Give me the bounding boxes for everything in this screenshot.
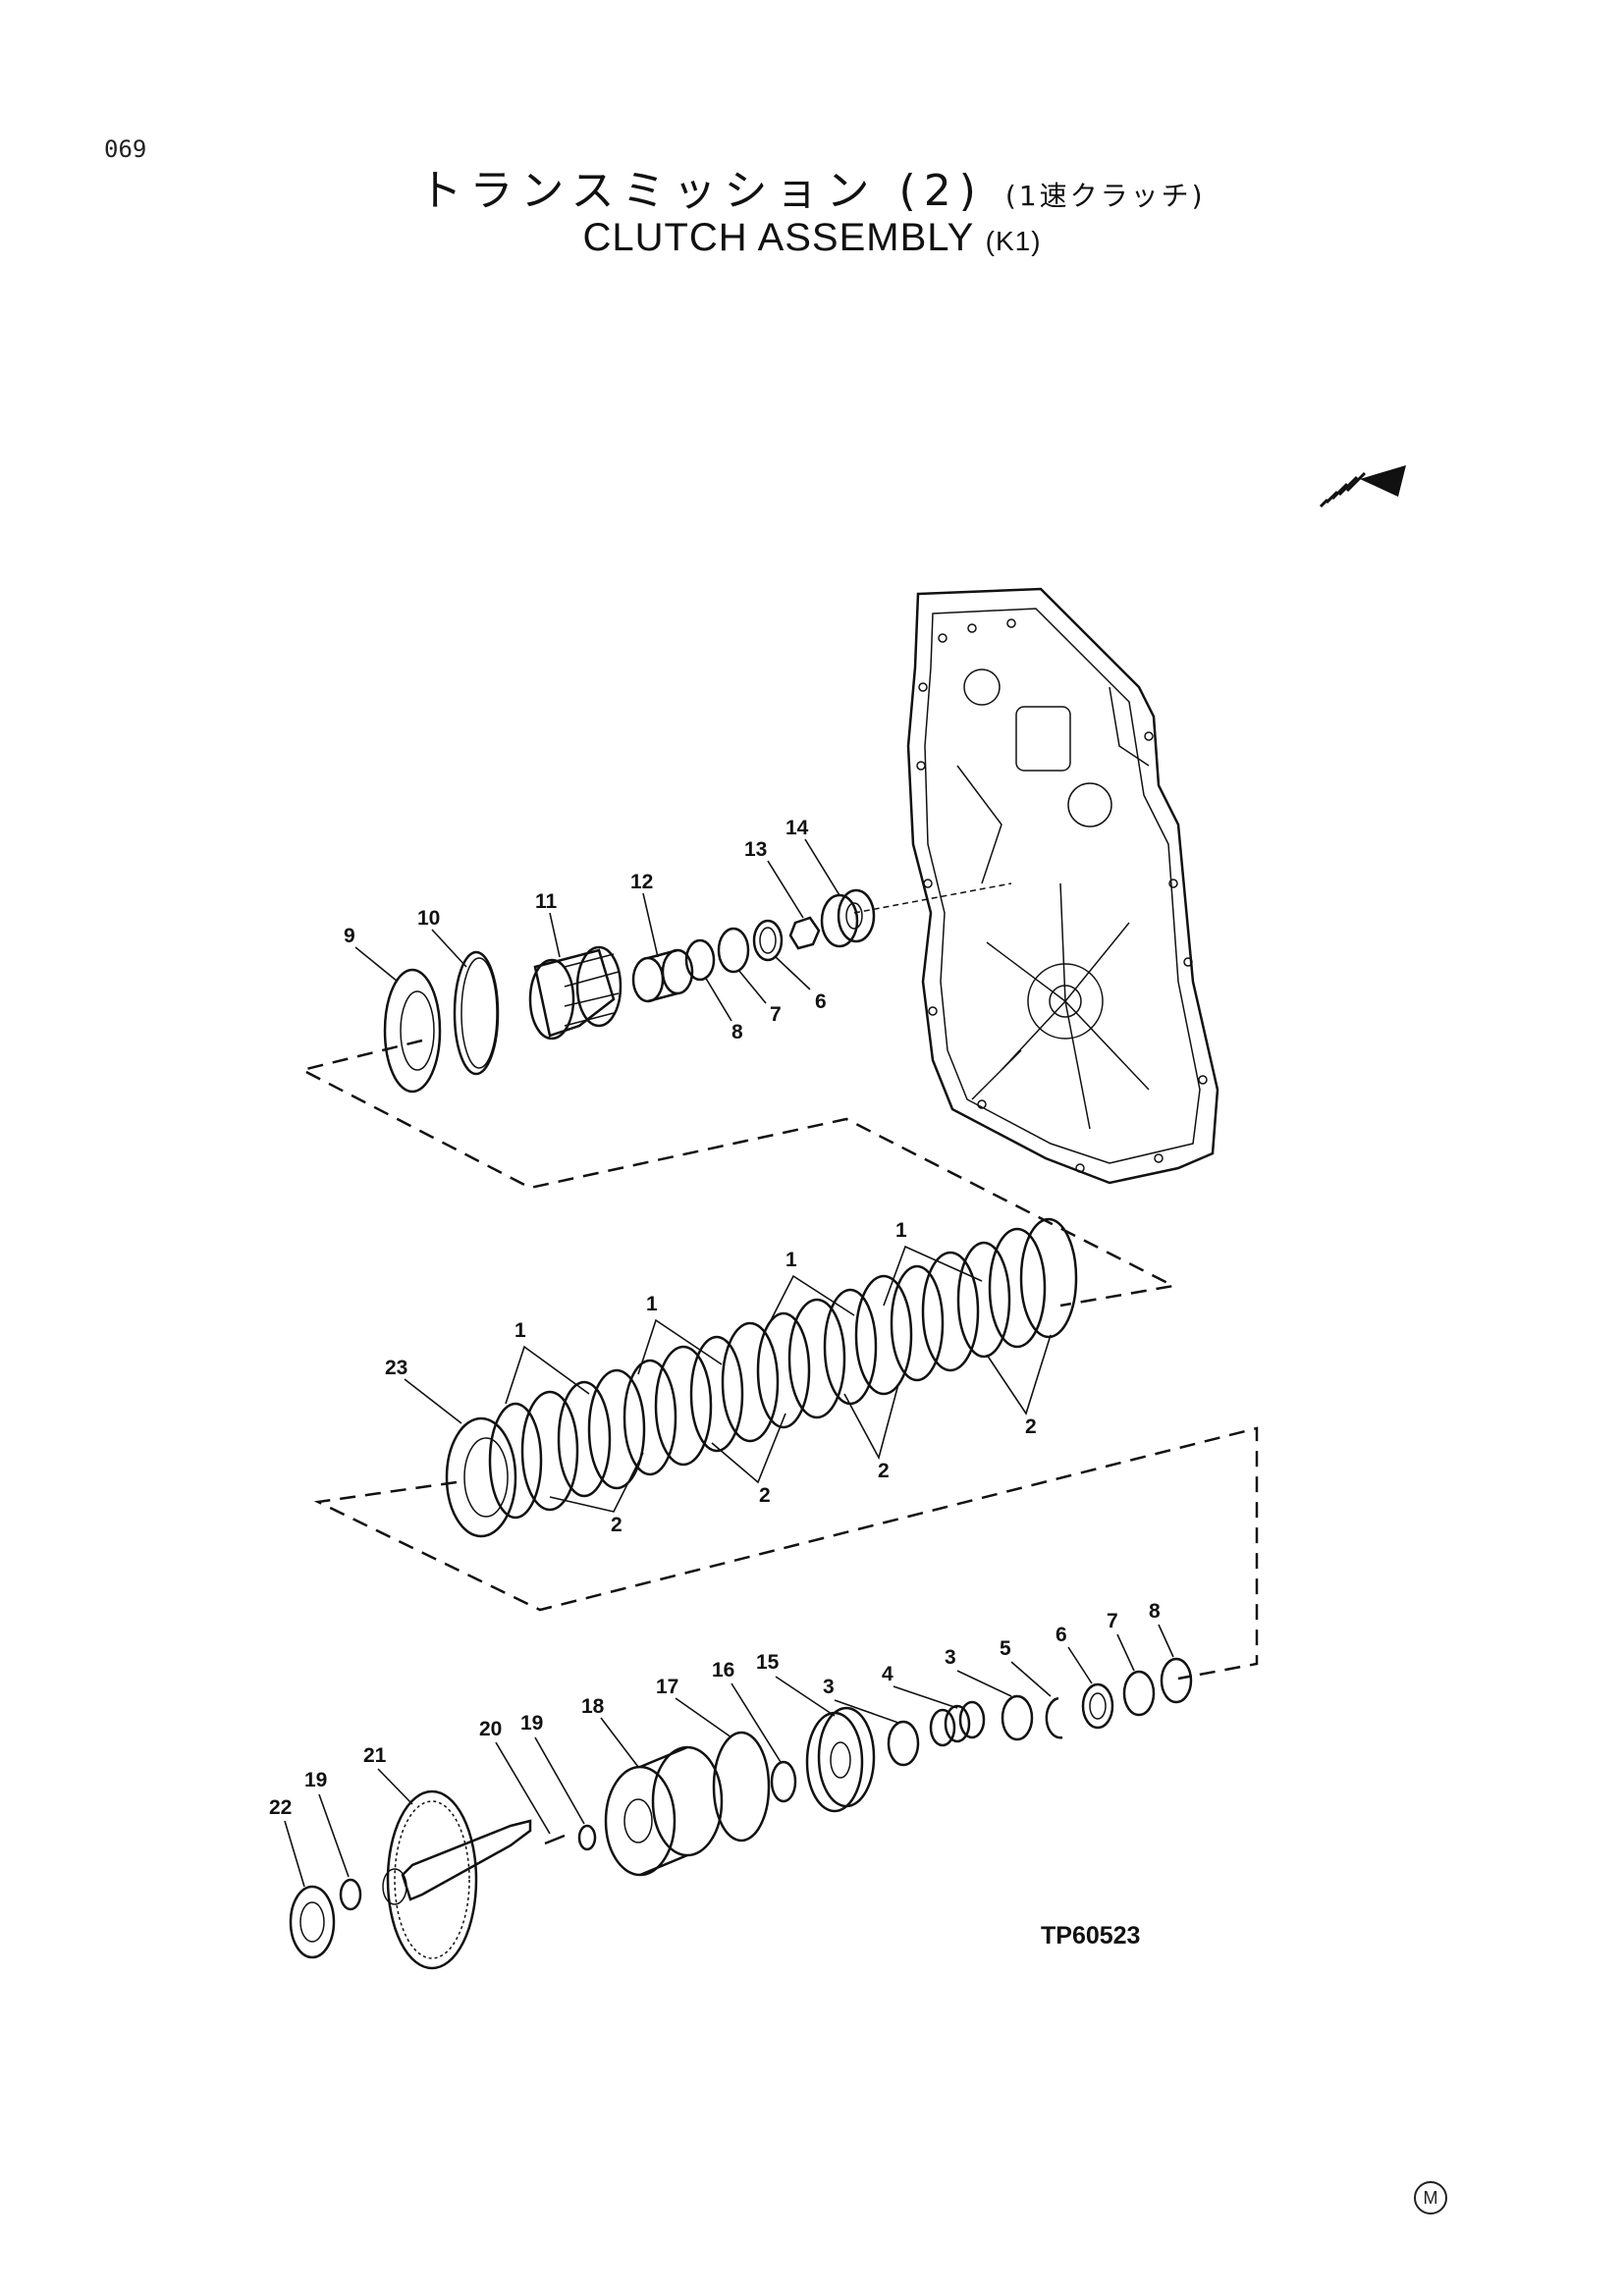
top-group-parts xyxy=(383,882,1012,1094)
label-part-23: 23 xyxy=(385,1357,407,1379)
circled-m-icon: M xyxy=(1414,2181,1447,2215)
label-part-9: 9 xyxy=(344,925,355,947)
title-english: CLUTCH ASSEMBLY (K1) xyxy=(0,216,1624,260)
title-japanese: トランスミッション (2) (1速クラッチ) xyxy=(0,155,1624,218)
label-part-21: 21 xyxy=(363,1744,387,1767)
clutch-disc-stack xyxy=(445,1217,1078,1538)
dashed-connector-lines xyxy=(298,1039,1259,1681)
label-part-13: 13 xyxy=(744,838,767,861)
title-jp-sub: (1速クラッチ) xyxy=(1004,180,1206,212)
label-part-22: 22 xyxy=(269,1796,292,1819)
label-part-8-b: 8 xyxy=(1149,1600,1161,1623)
label-part-6: 6 xyxy=(815,990,827,1013)
label-part-2-b: 2 xyxy=(878,1460,890,1482)
page-number: 069 xyxy=(104,135,147,163)
label-part-1-b: 1 xyxy=(785,1249,797,1271)
label-part-6-b: 6 xyxy=(1056,1624,1067,1646)
label-part-16: 16 xyxy=(712,1659,734,1682)
label-part-3-a: 3 xyxy=(945,1646,956,1669)
label-part-2-c: 2 xyxy=(759,1484,771,1507)
label-part-11: 11 xyxy=(535,890,558,913)
label-part-4: 4 xyxy=(882,1663,893,1685)
title-en-sub: (K1) xyxy=(985,226,1042,256)
transmission-housing xyxy=(906,587,1219,1185)
label-part-5: 5 xyxy=(1000,1637,1011,1660)
callout-labels: 14 13 12 11 10 9 8 7 6 1 1 1 1 xyxy=(269,817,1174,1888)
label-part-8: 8 xyxy=(731,1021,743,1043)
label-part-20: 20 xyxy=(479,1718,502,1740)
label-part-19-a: 19 xyxy=(520,1712,543,1735)
label-part-18: 18 xyxy=(581,1695,605,1718)
label-part-3-b: 3 xyxy=(823,1676,835,1698)
direction-arrow-icon xyxy=(1319,465,1406,508)
title-en-main: CLUTCH ASSEMBLY xyxy=(582,216,974,259)
label-part-1-d: 1 xyxy=(514,1319,526,1342)
label-part-1-a: 1 xyxy=(895,1219,907,1242)
bottom-group-parts xyxy=(289,1657,1193,1970)
label-part-2-d: 2 xyxy=(611,1514,623,1536)
label-part-14: 14 xyxy=(785,817,809,839)
label-part-7-b: 7 xyxy=(1107,1610,1118,1632)
label-part-17: 17 xyxy=(656,1676,678,1698)
label-part-7: 7 xyxy=(770,1003,782,1026)
label-part-2-a: 2 xyxy=(1025,1415,1037,1438)
label-part-12: 12 xyxy=(630,871,653,893)
label-part-10: 10 xyxy=(417,907,440,930)
label-part-1-c: 1 xyxy=(646,1293,658,1315)
label-part-19-b: 19 xyxy=(304,1769,327,1791)
figure-code: TP60523 xyxy=(1041,1922,1141,1949)
title-jp-main: トランスミッション (2) xyxy=(418,166,984,216)
label-part-15: 15 xyxy=(756,1651,780,1674)
